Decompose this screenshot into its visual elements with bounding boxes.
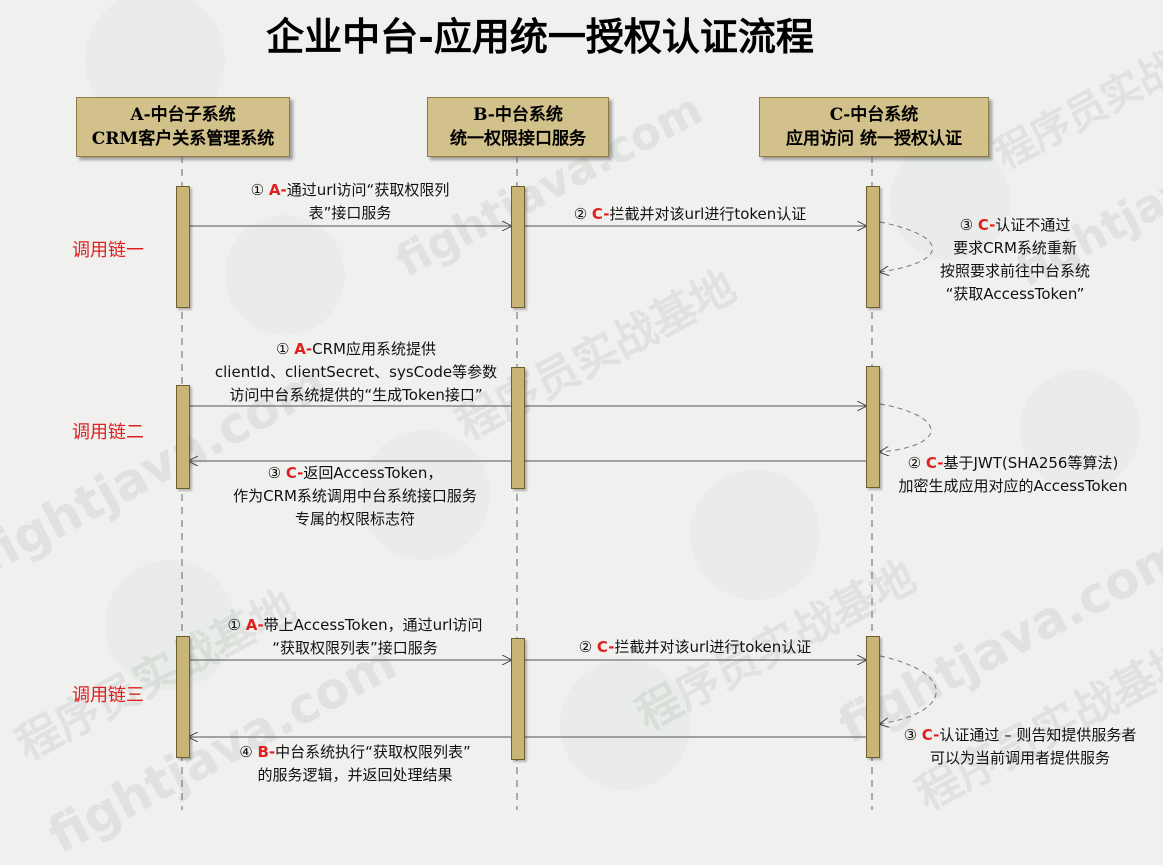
activation-c-chain2: [866, 366, 880, 488]
actor-name: B-中台系统: [473, 105, 563, 125]
message-c1-m3: ③ C-认证不通过 要求CRM系统重新 按照要求前往中台系统 “获取Access…: [939, 216, 1090, 303]
message-tag: A-: [294, 340, 313, 358]
chain-label-2: 调用链二: [72, 422, 144, 443]
activation-c-chain3: [866, 636, 880, 758]
message-c3-m3: ③ C-认证通过 – 则告知提供服务者 可以为当前调用者提供服务: [903, 726, 1137, 767]
activation-c-chain1: [866, 186, 880, 308]
diagram-title: 企业中台-应用统一授权认证流程: [266, 14, 814, 59]
message-c1-m2: ② C-拦截并对该url进行token认证: [573, 205, 807, 223]
message-c2-m2: ② C-基于JWT(SHA256等算法) 加密生成应用对应的AccessToke…: [898, 454, 1128, 495]
actor-role: CRM客户关系管理系统: [91, 129, 275, 149]
arrow-c3-m3-self: [880, 655, 937, 724]
actor-crm-subsystem: A-中台子系统 CRM客户关系管理系统: [76, 97, 290, 157]
message-tag: A-: [245, 616, 264, 634]
chain-label-1: 调用链一: [72, 240, 144, 261]
actor-role: 统一权限接口服务: [450, 129, 586, 149]
activation-a-chain3: [176, 636, 190, 758]
sequence-lines: [181, 156, 937, 810]
activation-b-chain2: [511, 367, 525, 489]
message-c3-m2: ② C-拦截并对该url进行token认证: [578, 638, 812, 656]
arrow-c1-m3-self: [880, 221, 933, 272]
actor-role: 应用访问 统一授权认证: [786, 129, 962, 149]
actor-auth-center: C-中台系统 应用访问 统一授权认证: [759, 97, 989, 157]
actor-permission-service: B-中台系统 统一权限接口服务: [427, 97, 609, 157]
message-tag: A-: [268, 181, 287, 199]
activation-b-chain3: [511, 638, 525, 760]
actor-name: A-中台子系统: [130, 105, 236, 125]
message-c1-m1: ① A-通过url访问“获取权限列 表”接口服务: [250, 181, 450, 222]
message-c2-m1: ① A-CRM应用系统提供 clientId、clientSecret、sysC…: [214, 340, 498, 404]
message-c2-m3: ③ C-返回AccessToken， 作为CRM系统调用中台系统接口服务 专属的…: [233, 464, 477, 528]
arrow-c2-m2-self: [880, 403, 932, 452]
message-tag: C-: [925, 454, 944, 472]
message-tag: B-: [257, 743, 276, 761]
message-c3-m4: ④ B-中台系统执行“获取权限列表” 的服务逻辑，并返回处理结果: [239, 743, 471, 784]
message-tag: C-: [921, 726, 940, 744]
actor-name: C-中台系统: [829, 105, 919, 125]
activation-a-chain1: [176, 186, 190, 308]
message-tag: C-: [285, 464, 304, 482]
activation-a-chain2: [176, 385, 190, 489]
message-c3-m1: ① A-带上AccessToken，通过url访问 “获取权限列表”接口服务: [227, 616, 483, 657]
message-tag: C-: [591, 205, 610, 223]
message-tag: C-: [977, 216, 996, 234]
chain-label-3: 调用链三: [72, 685, 144, 706]
activation-b-chain1: [511, 186, 525, 308]
message-tag: C-: [596, 638, 615, 656]
